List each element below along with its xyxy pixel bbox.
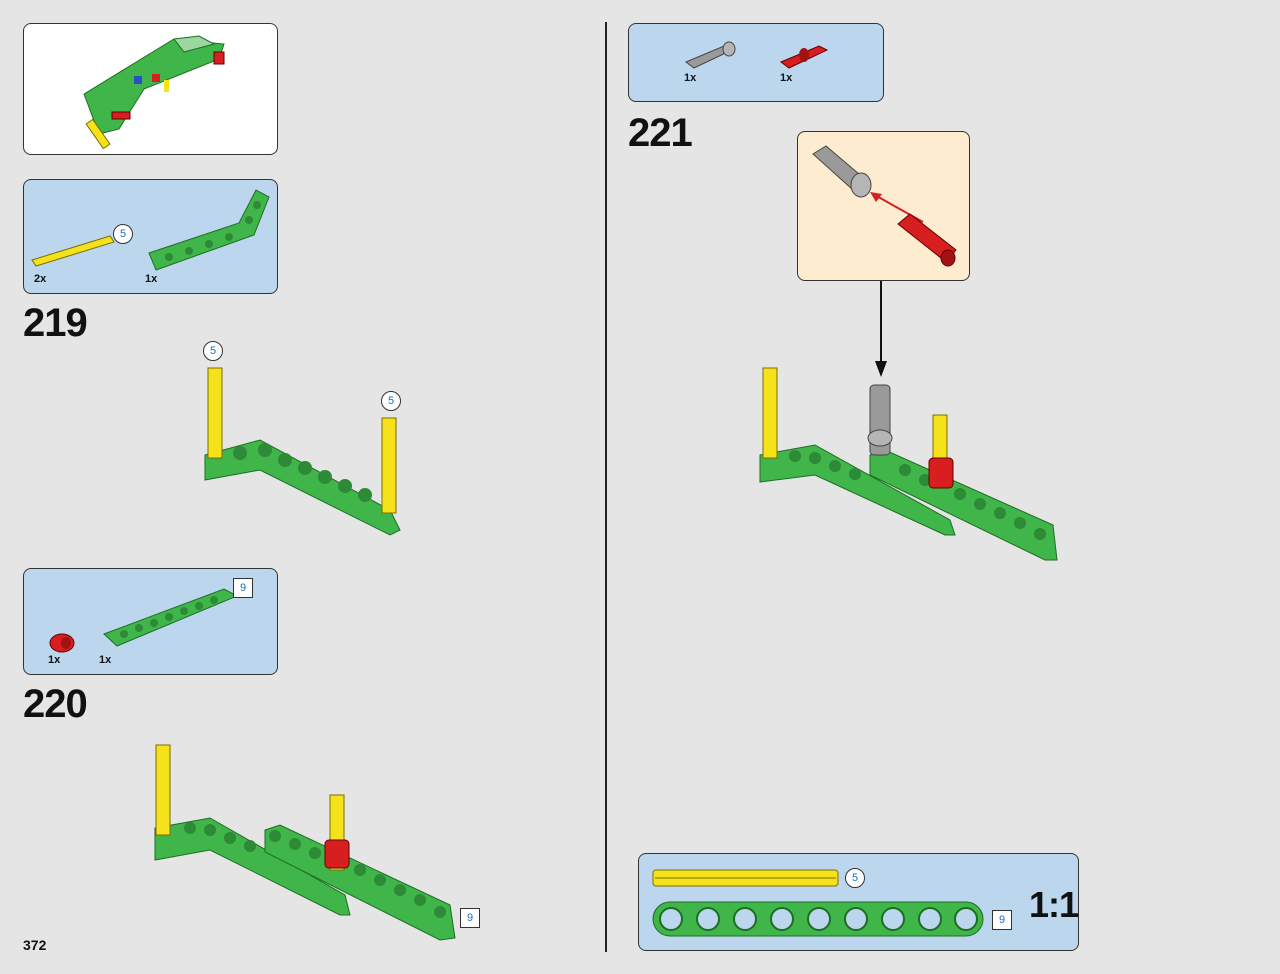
part-qty: 2x — [34, 273, 47, 285]
part-qty: 1x — [48, 654, 61, 666]
sub-assembly-box — [797, 131, 970, 281]
axle-length-badge: 5 — [113, 224, 133, 244]
red-bush-icon — [49, 633, 75, 653]
part-qty: 1x — [145, 273, 158, 285]
yellow-axle-ruler-icon — [652, 869, 839, 887]
page-number: 372 — [23, 937, 47, 953]
scale-label: 1:1 — [1029, 884, 1079, 925]
step-221-parts-box: 1x 1x — [628, 23, 884, 102]
step-number: 221 — [628, 111, 693, 155]
callout-badge: 5 — [381, 391, 401, 411]
beam-length-badge: 9 — [233, 578, 253, 598]
insert-arrow-icon — [875, 281, 887, 377]
step-221-model — [759, 367, 1058, 561]
callout-badge: 5 — [203, 341, 223, 361]
yellow-axle-icon — [31, 235, 115, 267]
part-qty: 1x — [684, 72, 697, 84]
green-straight-beam-icon — [103, 588, 239, 647]
part-qty: 1x — [99, 654, 112, 666]
green-bent-beam-icon — [148, 189, 270, 271]
callout-badge: 9 — [460, 908, 480, 928]
step-219-model — [204, 367, 401, 536]
model-preview-box — [23, 23, 278, 155]
part-qty: 1x — [780, 72, 793, 84]
step-number: 220 — [23, 682, 88, 726]
gray-axle-pin-icon — [685, 41, 736, 69]
column-divider — [605, 22, 607, 952]
step-219-parts-box: 5 2x 1x — [23, 179, 278, 294]
step-number: 219 — [23, 301, 88, 345]
step-220-model — [154, 744, 456, 941]
red-axle-pin-icon — [780, 45, 829, 69]
axle-length-badge: 5 — [845, 868, 865, 888]
sub-assembly-icon — [812, 145, 957, 267]
beam-length-badge: 9 — [992, 910, 1012, 930]
green-beam-ruler-icon — [652, 901, 984, 937]
step-220-parts-box: 1x 9 1x — [23, 568, 278, 675]
ruler-box: 5 9 1:1 — [638, 853, 1079, 951]
model-preview-icon — [83, 35, 225, 150]
